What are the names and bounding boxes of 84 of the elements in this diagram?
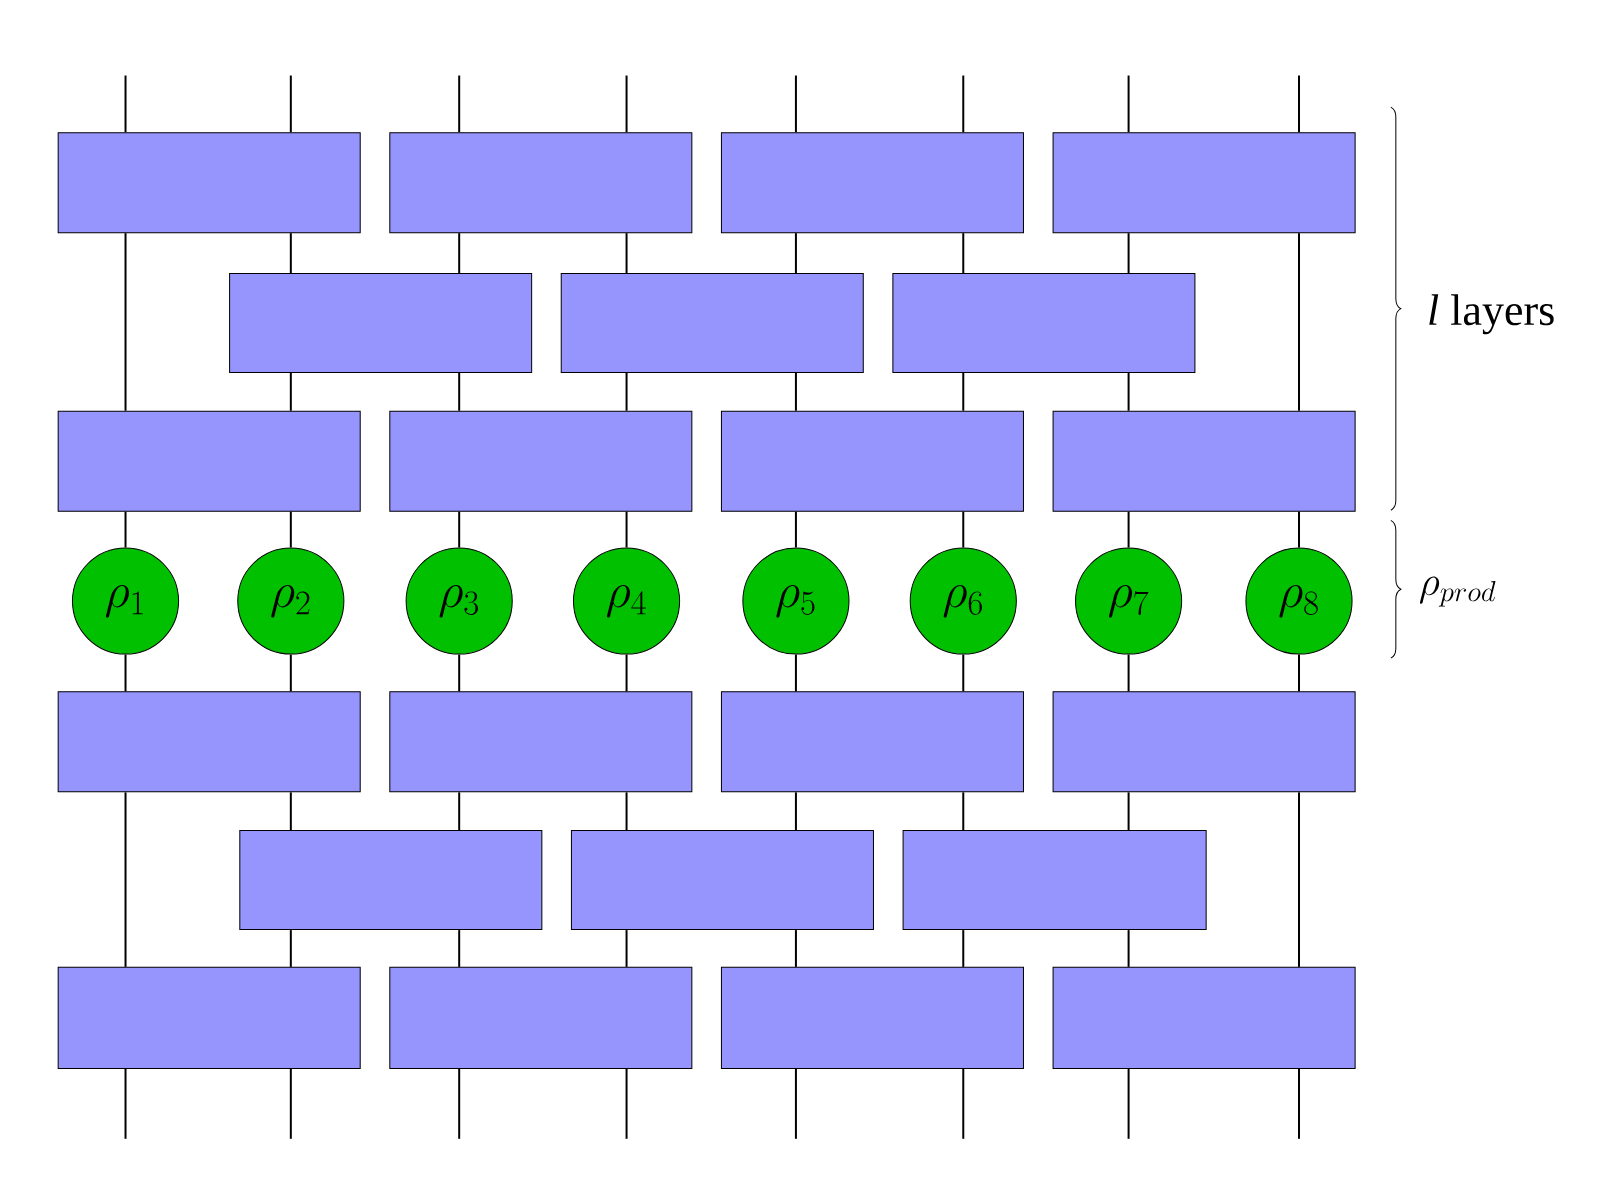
gate-box xyxy=(720,410,1024,512)
wire xyxy=(794,510,797,549)
wire xyxy=(1127,791,1130,832)
wire xyxy=(1127,232,1130,274)
wire xyxy=(794,74,797,134)
wire xyxy=(1298,791,1300,968)
gate-box xyxy=(239,830,543,931)
wire xyxy=(1298,653,1300,693)
brace-label: l layers xyxy=(1429,294,1554,335)
gate-box xyxy=(1052,691,1356,793)
gate-box xyxy=(720,966,1024,1069)
wire xyxy=(625,653,628,693)
gate-box xyxy=(720,132,1024,234)
wire xyxy=(794,929,797,968)
wire xyxy=(458,371,461,412)
wire xyxy=(625,371,628,412)
wire xyxy=(124,653,127,693)
gate-box xyxy=(902,830,1207,931)
wire xyxy=(625,74,628,134)
wire xyxy=(962,929,965,968)
gate-box xyxy=(1052,410,1356,512)
gate-box xyxy=(1052,966,1356,1069)
gate-box xyxy=(389,691,693,793)
wire xyxy=(794,371,797,412)
gate-box xyxy=(892,272,1196,373)
wire xyxy=(794,791,797,832)
wire xyxy=(962,791,965,832)
wire xyxy=(289,1067,292,1140)
gate-box xyxy=(229,272,533,373)
wire xyxy=(625,510,628,549)
wire xyxy=(794,232,797,274)
gate-box xyxy=(389,132,693,234)
gate-box xyxy=(57,410,361,512)
gate-box xyxy=(389,966,693,1069)
wire xyxy=(1127,510,1130,549)
wire xyxy=(1298,510,1300,549)
wire xyxy=(289,653,292,693)
gate-box xyxy=(57,966,361,1069)
wire xyxy=(289,510,292,549)
wire xyxy=(289,74,292,134)
wire xyxy=(794,1067,797,1140)
wire xyxy=(124,74,127,134)
gate-box xyxy=(570,830,874,931)
wire xyxy=(1127,371,1130,412)
wire xyxy=(458,653,461,693)
wire xyxy=(962,232,965,274)
wire xyxy=(458,929,461,968)
gate-box xyxy=(560,272,864,373)
wire xyxy=(289,232,292,274)
wire xyxy=(1127,74,1130,134)
wire xyxy=(962,74,965,134)
wire xyxy=(1298,232,1300,412)
gate-box xyxy=(1052,132,1356,234)
wire xyxy=(289,371,292,412)
wire xyxy=(1298,74,1300,134)
wire xyxy=(458,1067,461,1140)
wire xyxy=(1127,653,1130,693)
gate-box xyxy=(57,691,361,793)
wire xyxy=(289,929,292,968)
wire xyxy=(794,653,797,693)
wire xyxy=(625,929,628,968)
wire xyxy=(962,1067,965,1140)
wire xyxy=(289,791,292,832)
gate-box xyxy=(389,410,693,512)
wire xyxy=(625,232,628,274)
wire xyxy=(458,510,461,549)
wire xyxy=(625,1067,628,1140)
wire xyxy=(124,510,127,549)
wire xyxy=(962,371,965,412)
wire xyxy=(458,74,461,134)
wire xyxy=(1127,929,1130,968)
gate-box xyxy=(720,691,1024,793)
wire xyxy=(124,1067,127,1140)
wire xyxy=(1298,1067,1300,1140)
gate-box xyxy=(57,132,361,234)
wire xyxy=(124,791,127,968)
brace-label: $\rho_{prod}$ xyxy=(1419,576,1496,607)
wire xyxy=(124,232,127,412)
wire xyxy=(1127,1067,1130,1140)
wire xyxy=(962,653,965,693)
wire xyxy=(625,791,628,832)
wire xyxy=(962,510,965,549)
wire xyxy=(458,791,461,832)
wire xyxy=(458,232,461,274)
